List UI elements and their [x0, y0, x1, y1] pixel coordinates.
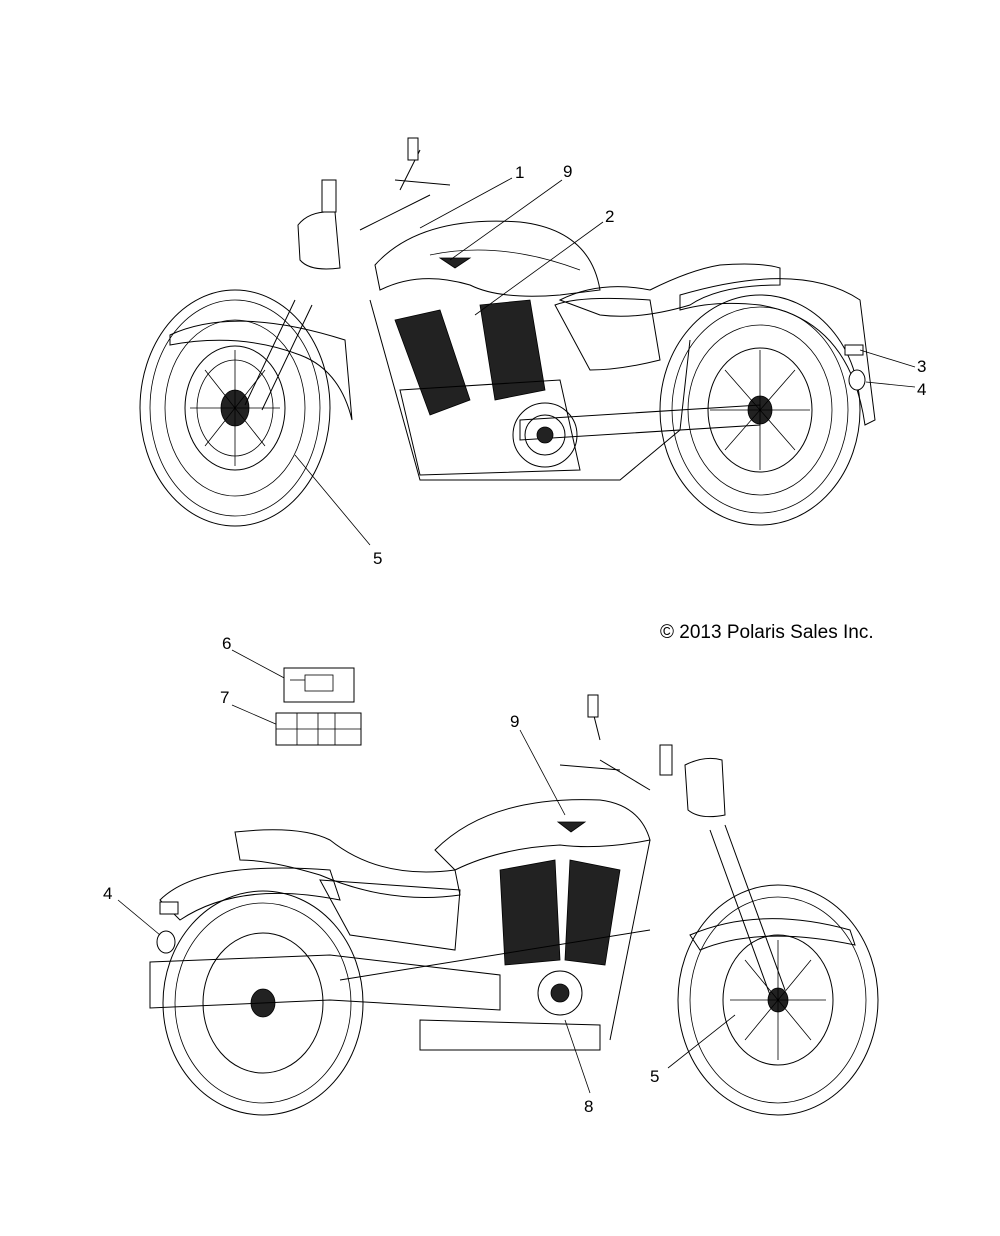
callout-4: 4	[917, 380, 926, 399]
mirror-stalk	[321, 179, 337, 213]
bottom-callouts: 9 4 5 8	[103, 712, 736, 1116]
rear-marker	[844, 344, 864, 356]
callout-8: 8	[584, 1097, 593, 1116]
copyright-notice: © 2013 Polaris Sales Inc.	[660, 622, 874, 643]
motorcycle-right-view	[149, 694, 879, 1116]
seat	[558, 263, 781, 317]
callout-6: 6	[222, 634, 231, 653]
fuel-tank-bottom	[434, 799, 651, 871]
callout-3: 3	[917, 357, 926, 376]
decal-6: 6	[222, 634, 355, 703]
callout-9-bottom: 9	[510, 712, 519, 731]
callout-5-bottom: 5	[650, 1067, 659, 1086]
callout-2: 2	[605, 207, 614, 226]
engine-bottom	[419, 859, 621, 1051]
callout-1: 1	[515, 163, 524, 182]
decal-7: 7	[220, 688, 362, 746]
front-wheel	[139, 289, 331, 527]
front-wheel-bottom	[677, 884, 879, 1116]
tail-light	[848, 369, 866, 391]
tail-light-bottom	[156, 930, 176, 954]
top-callouts: 1 9 2 3 4 5	[294, 162, 926, 568]
callout-5: 5	[373, 549, 382, 568]
exhaust	[149, 954, 501, 1011]
tank-badge	[438, 257, 472, 269]
fuel-tank	[374, 220, 601, 297]
engine	[394, 299, 581, 476]
callout-4-bottom: 4	[103, 884, 112, 903]
headlight	[297, 211, 341, 270]
motorcycle-left-view	[139, 137, 876, 527]
callout-7: 7	[220, 688, 229, 707]
callout-9: 9	[563, 162, 572, 181]
headlight-bottom	[684, 757, 726, 818]
